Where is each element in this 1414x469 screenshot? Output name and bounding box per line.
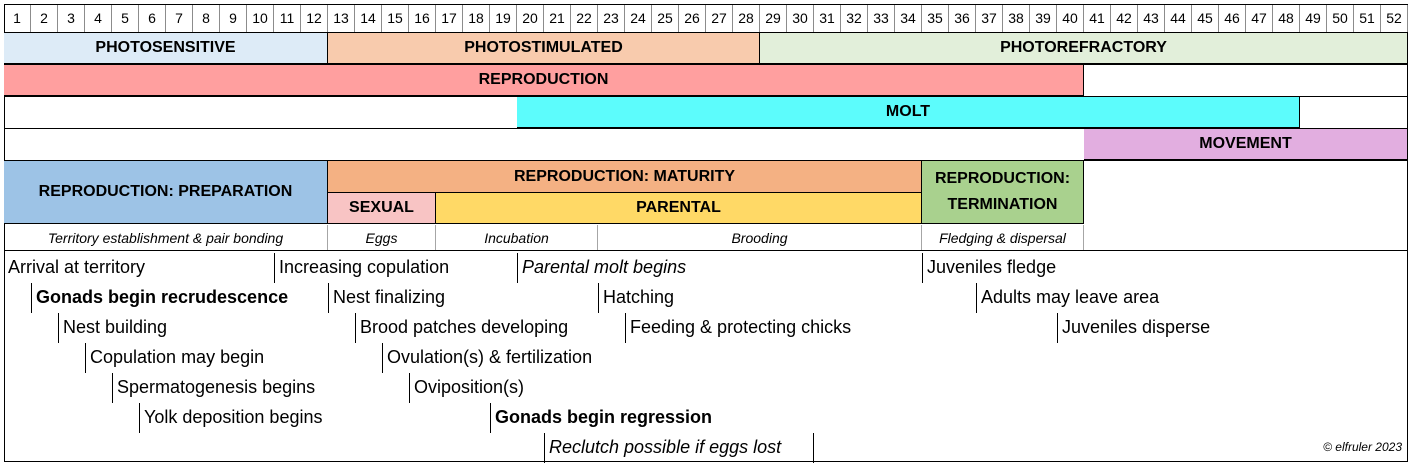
stage-reproduction-maturity: REPRODUCTION: MATURITY xyxy=(328,161,922,193)
week-header-cell: 40 xyxy=(1057,5,1084,32)
event-oviposition-s: Oviposition(s) xyxy=(409,373,524,403)
week-header-cell: 42 xyxy=(1111,5,1138,32)
week-header-cell: 27 xyxy=(706,5,733,32)
event-spermatogenesis-begins: Spermatogenesis begins xyxy=(112,373,315,403)
event-reclutch-possible-if-eggs-lost: Reclutch possible if eggs lost xyxy=(544,433,814,463)
week-header-cell: 32 xyxy=(841,5,868,32)
week-header-cell: 12 xyxy=(301,5,328,32)
bar-molt: MOLT xyxy=(517,97,1300,128)
week-header-cell: 46 xyxy=(1219,5,1246,32)
row-divider xyxy=(4,96,1408,97)
caption-incubation: Incubation xyxy=(436,225,598,251)
event-juveniles-fledge: Juveniles fledge xyxy=(922,253,1056,283)
week-header-cell: 7 xyxy=(166,5,193,32)
event-parental-molt-begins: Parental molt begins xyxy=(517,253,686,283)
week-header-cell: 33 xyxy=(868,5,895,32)
week-header-cell: 13 xyxy=(328,5,355,32)
week-header-cell: 45 xyxy=(1192,5,1219,32)
week-header-cell: 6 xyxy=(139,5,166,32)
week-header-cell: 22 xyxy=(571,5,598,32)
row-divider xyxy=(4,160,1408,161)
stage-label-line: REPRODUCTION: xyxy=(934,170,1071,187)
event-increasing-copulation: Increasing copulation xyxy=(274,253,449,283)
caption-brooding: Brooding xyxy=(598,225,922,251)
stage-reproduction-termination: REPRODUCTION: TERMINATION xyxy=(922,161,1084,224)
event-adults-may-leave-area: Adults may leave area xyxy=(976,283,1159,313)
week-header-cell: 2 xyxy=(31,5,58,32)
week-header-cell: 26 xyxy=(679,5,706,32)
event-ovulation-s-fertilization: Ovulation(s) & fertilization xyxy=(382,343,592,373)
week-header-cell: 20 xyxy=(517,5,544,32)
substage-parental: PARENTAL xyxy=(436,193,922,224)
week-header-cell: 19 xyxy=(490,5,517,32)
event-juveniles-disperse: Juveniles disperse xyxy=(1057,313,1210,343)
week-header-cell: 39 xyxy=(1030,5,1057,32)
bar-movement: MOVEMENT xyxy=(1084,129,1408,160)
week-header-cell: 15 xyxy=(382,5,409,32)
event-hatching: Hatching xyxy=(598,283,674,313)
bar-photostimulated: PHOTOSTIMULATED xyxy=(328,33,760,64)
week-header-cell: 28 xyxy=(733,5,760,32)
week-header-cell: 4 xyxy=(85,5,112,32)
caption-eggs: Eggs xyxy=(328,225,436,251)
caption-divider xyxy=(4,250,1408,251)
week-header-cell: 29 xyxy=(760,5,787,32)
week-header-cell: 16 xyxy=(409,5,436,32)
event-feeding-protecting-chicks: Feeding & protecting chicks xyxy=(625,313,851,343)
week-header-cell: 17 xyxy=(436,5,463,32)
week-header-cell: 3 xyxy=(58,5,85,32)
week-header-cell: 34 xyxy=(895,5,922,32)
bar-reproduction: REPRODUCTION xyxy=(4,65,1084,96)
week-header-cell: 43 xyxy=(1138,5,1165,32)
caption-territory-establishment-pair-bonding: Territory establishment & pair bonding xyxy=(4,225,328,251)
stage-label-line: TERMINATION xyxy=(947,196,1058,213)
event-nest-building: Nest building xyxy=(58,313,167,343)
week-header-cell: 30 xyxy=(787,5,814,32)
chart-frame xyxy=(4,4,1408,462)
bar-photosensitive: PHOTOSENSITIVE xyxy=(4,33,328,64)
week-header-cell: 52 xyxy=(1381,5,1408,32)
week-header-cell: 49 xyxy=(1300,5,1327,32)
week-header-cell: 37 xyxy=(976,5,1003,32)
week-header-cell: 25 xyxy=(652,5,679,32)
week-header-cell: 18 xyxy=(463,5,490,32)
week-header-cell: 48 xyxy=(1273,5,1300,32)
week-header-cell: 35 xyxy=(922,5,949,32)
event-gonads-begin-recrudescence: Gonads begin recrudescence xyxy=(31,283,288,313)
week-header-cell: 11 xyxy=(274,5,301,32)
event-yolk-deposition-begins: Yolk deposition begins xyxy=(139,403,322,433)
event-gonads-begin-regression: Gonads begin regression xyxy=(490,403,712,433)
week-header-cell: 41 xyxy=(1084,5,1111,32)
row-divider xyxy=(4,128,1408,129)
week-header-cell: 36 xyxy=(949,5,976,32)
week-header-cell: 47 xyxy=(1246,5,1273,32)
event-nest-finalizing: Nest finalizing xyxy=(328,283,445,313)
week-header-cell: 44 xyxy=(1165,5,1192,32)
week-header-cell: 10 xyxy=(247,5,274,32)
week-header-cell: 1 xyxy=(4,5,31,32)
week-header-cell: 38 xyxy=(1003,5,1030,32)
event-brood-patches-developing: Brood patches developing xyxy=(355,313,568,343)
event-arrival-at-territory: Arrival at territory xyxy=(8,257,146,277)
week-header-cell: 14 xyxy=(355,5,382,32)
copyright-note: © elfruler 2023 xyxy=(1323,440,1402,454)
week-header-cell: 21 xyxy=(544,5,571,32)
week-header-cell: 50 xyxy=(1327,5,1354,32)
caption-fledging-dispersal: Fledging & dispersal xyxy=(922,225,1084,251)
week-header-cell: 5 xyxy=(112,5,139,32)
week-header-cell: 9 xyxy=(220,5,247,32)
event-copulation-may-begin: Copulation may begin xyxy=(85,343,264,373)
stage-reproduction-preparation: REPRODUCTION: PREPARATION xyxy=(4,161,328,224)
row-divider xyxy=(4,64,1408,65)
week-header-cell: 31 xyxy=(814,5,841,32)
week-header-cell: 24 xyxy=(625,5,652,32)
week-header-cell: 23 xyxy=(598,5,625,32)
week-header-cell: 51 xyxy=(1354,5,1381,32)
week-header-cell: 8 xyxy=(193,5,220,32)
header-divider xyxy=(4,32,1408,33)
substage-sexual: SEXUAL xyxy=(328,193,436,224)
bar-photorefractory: PHOTOREFRACTORY xyxy=(760,33,1408,64)
